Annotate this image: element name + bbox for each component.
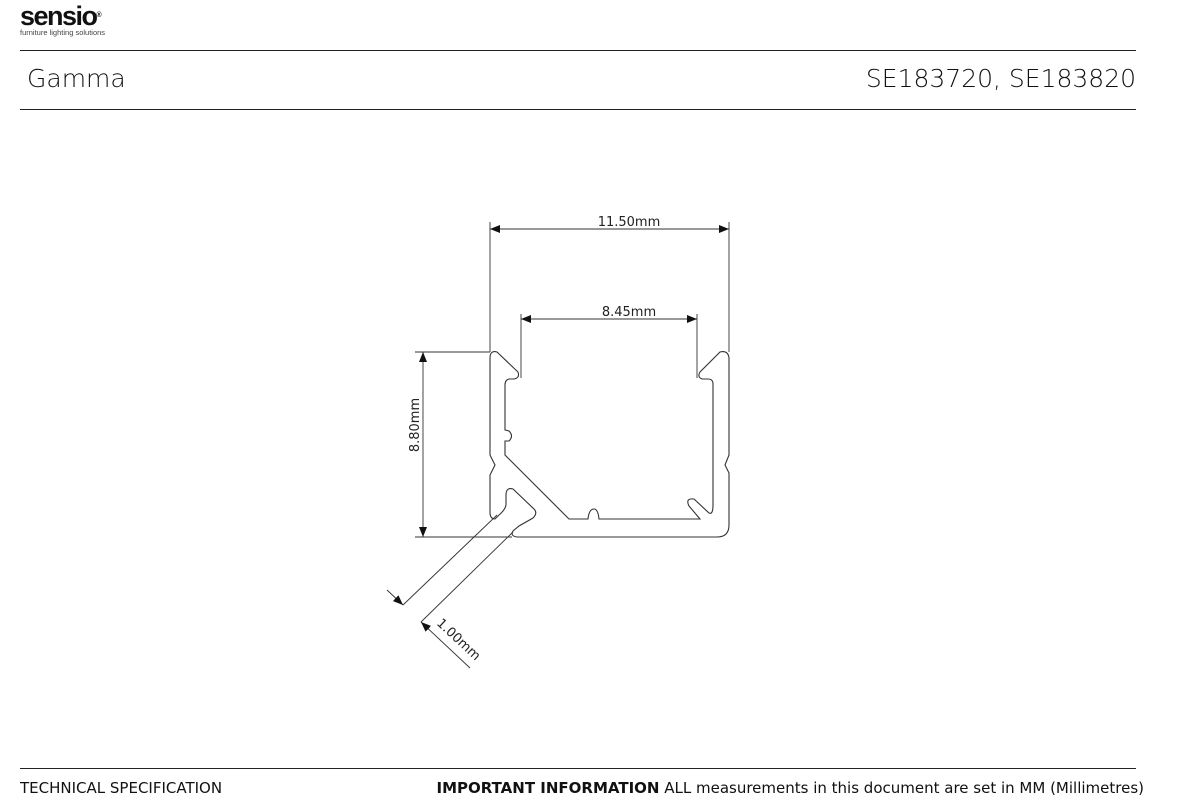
header-bottom-divider (20, 109, 1136, 110)
profile-outline (489, 351, 730, 538)
footer-technical-spec: TECHNICAL SPECIFICATION (20, 779, 223, 797)
dimension-height: 8.80mm (408, 398, 423, 452)
dimension-thickness-arrow-a (386, 589, 404, 606)
logo-wordmark: sensio (20, 1, 98, 31)
product-codes: SE183720, SE183820 (865, 64, 1136, 93)
important-text: ALL measurements in this document are se… (659, 779, 1144, 797)
sensio-logo: sensio® furniture lighting solutions (20, 1, 106, 37)
header-top-divider (20, 50, 1136, 51)
dimension-outer-width: 11.50mm (598, 215, 661, 230)
dimension-thickness-arrow-b (420, 621, 471, 669)
logo-tagline: furniture lighting solutions (20, 28, 106, 37)
product-name: Gamma (27, 64, 126, 93)
dimension-inner-width: 8.45mm (602, 305, 656, 320)
footer-divider (20, 768, 1136, 769)
important-label: IMPORTANT INFORMATION (436, 779, 660, 797)
footer-important-info: IMPORTANT INFORMATION ALL measurements i… (436, 779, 1144, 797)
